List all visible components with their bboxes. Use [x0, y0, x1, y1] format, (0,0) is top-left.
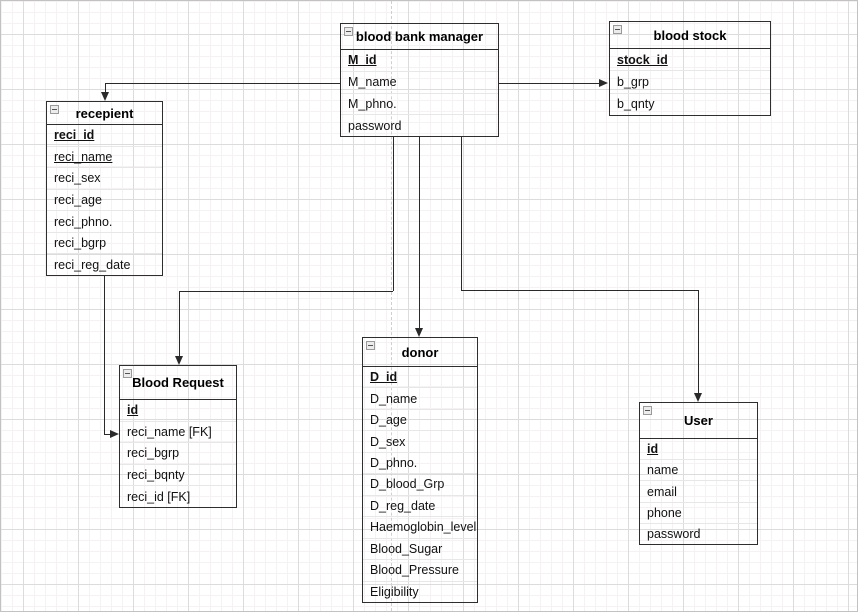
attribute-row[interactable]: email	[640, 480, 757, 501]
attribute-row[interactable]: id	[647, 442, 659, 457]
minus-glyph	[368, 345, 373, 346]
minus-glyph	[125, 373, 130, 374]
entity-title-bar[interactable]: recepient	[47, 102, 162, 125]
entity-title-text: Blood Request	[132, 375, 224, 390]
attribute-row[interactable]: reci_bqnty	[120, 463, 236, 486]
attribute-row[interactable]: D_id	[370, 370, 398, 385]
entity-title-bar[interactable]: donor	[363, 338, 477, 367]
collapse-icon[interactable]	[50, 105, 59, 114]
attribute-row[interactable]: id	[127, 403, 139, 418]
attribute-row[interactable]: M_name	[341, 70, 498, 93]
minus-glyph	[615, 29, 620, 30]
entity-title-text: donor	[401, 344, 439, 360]
attribute-row[interactable]: phone	[640, 501, 757, 523]
attribute-row[interactable]: D_name	[363, 387, 477, 408]
arrowhead-manager-to-blood-stock	[599, 79, 608, 87]
collapse-icon[interactable]	[613, 25, 622, 34]
attribute-row[interactable]: reci_id [FK]	[120, 485, 236, 507]
attribute-row[interactable]: reci_name	[47, 145, 162, 168]
entity-title-bar[interactable]: Blood Request	[120, 366, 236, 400]
attribute-row[interactable]: reci_name [FK]	[120, 420, 236, 443]
attribute-row[interactable]: D_blood_Grp	[363, 473, 477, 494]
entity-title-bar[interactable]: blood bank manager	[341, 24, 498, 50]
connector-manager-to-user[interactable]	[461, 290, 698, 291]
attribute-row[interactable]: reci_age	[47, 188, 162, 211]
connector-manager-to-recepient[interactable]	[105, 83, 106, 93]
entity-title-bar[interactable]: User	[640, 403, 757, 439]
attribute-row[interactable]: b_qnty	[610, 92, 770, 115]
attribute-row[interactable]: D_sex	[363, 430, 477, 451]
entity-title-text: recepient	[75, 105, 134, 121]
attribute-row[interactable]: b_grp	[610, 70, 770, 92]
collapse-icon[interactable]	[366, 341, 375, 350]
connector-manager-to-recepient[interactable]	[105, 83, 340, 84]
attribute-row[interactable]: reci_bgrp	[120, 442, 236, 464]
entity-title-text: User	[684, 413, 713, 428]
minus-glyph	[52, 109, 57, 110]
connector-manager-to-user[interactable]	[698, 290, 699, 394]
attribute-row[interactable]: M_phno.	[341, 92, 498, 115]
attribute-row[interactable]: M_id	[348, 53, 377, 68]
minus-glyph	[645, 410, 650, 411]
collapse-icon[interactable]	[643, 406, 652, 415]
collapse-icon[interactable]	[123, 369, 132, 378]
attribute-row[interactable]: stock_id	[617, 52, 668, 67]
attribute-row[interactable]: Blood_Pressure	[363, 559, 477, 580]
attribute-row[interactable]: Haemoglobin_level	[363, 516, 477, 537]
attribute-row[interactable]: D_reg_date	[363, 494, 477, 516]
attribute-row[interactable]: reci_reg_date	[47, 253, 162, 275]
minus-glyph	[346, 31, 351, 32]
connector-recepient-to-blood-request[interactable]	[104, 434, 111, 435]
connector-manager-to-blood-stock[interactable]	[499, 83, 600, 84]
entity-title-text: blood stock	[653, 27, 727, 43]
attribute-row[interactable]: reci_sex	[47, 167, 162, 189]
attribute-row[interactable]: password	[341, 114, 498, 136]
entity-title-text: blood bank manager	[355, 29, 484, 44]
attribute-row[interactable]: password	[640, 522, 757, 544]
connector-recepient-to-blood-request[interactable]	[104, 276, 105, 434]
arrowhead-manager-to-donor	[415, 328, 423, 337]
attribute-row[interactable]: reci_id	[54, 128, 95, 143]
collapse-icon[interactable]	[344, 27, 353, 36]
entity-title-bar[interactable]: blood stock	[610, 22, 770, 49]
arrowhead-manager-to-user	[694, 393, 702, 402]
attribute-row[interactable]: Blood_Sugar	[363, 537, 477, 559]
connector-manager-to-blood-request[interactable]	[179, 291, 180, 357]
attribute-row[interactable]: name	[640, 459, 757, 480]
page-boundary-line	[391, 1, 392, 611]
connector-manager-to-donor[interactable]	[419, 137, 420, 329]
attribute-row[interactable]: reci_bgrp	[47, 231, 162, 254]
arrowhead-recepient-to-blood-request	[110, 430, 119, 438]
arrowhead-manager-to-recepient	[101, 92, 109, 101]
arrowhead-manager-to-blood-request	[175, 356, 183, 365]
attribute-row[interactable]: reci_phno.	[47, 210, 162, 232]
attribute-row[interactable]: D_age	[363, 408, 477, 430]
connector-manager-to-blood-request[interactable]	[179, 291, 393, 292]
attribute-row[interactable]: D_phno.	[363, 451, 477, 473]
attribute-row[interactable]: Eligibility	[363, 580, 477, 602]
connector-manager-to-blood-request[interactable]	[393, 137, 394, 291]
connector-manager-to-user[interactable]	[461, 137, 462, 290]
